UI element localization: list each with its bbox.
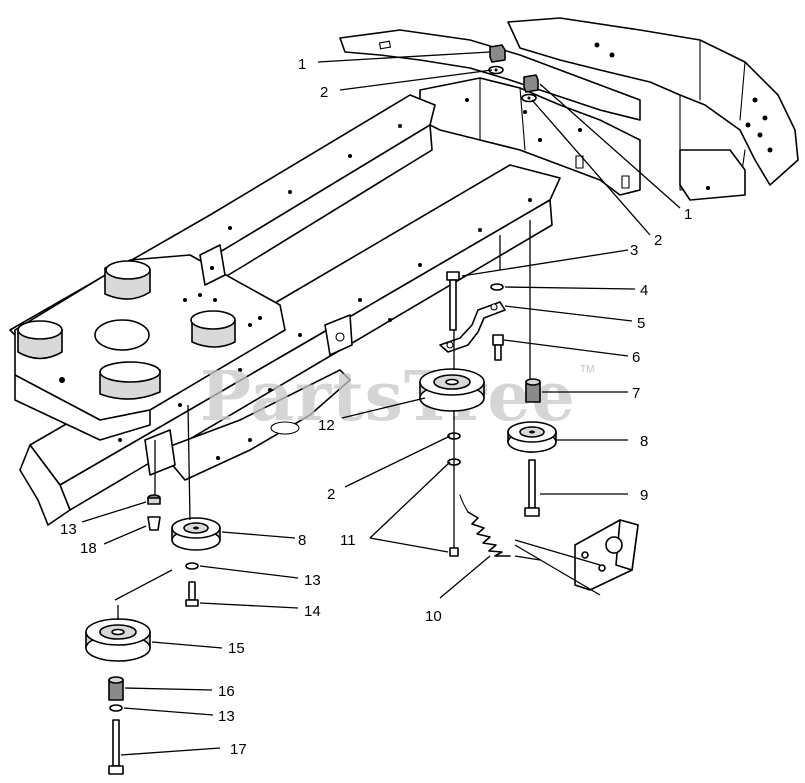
nut-13-upper [147, 494, 161, 505]
callout-2-right: 2 [654, 232, 662, 249]
callout-16: 16 [218, 683, 235, 700]
callout-17: 17 [230, 741, 247, 758]
pulley-8-left [171, 517, 221, 551]
rear-fender-frame [507, 17, 799, 201]
callout-15: 15 [228, 640, 245, 657]
watermark-trademark: TM [580, 364, 594, 375]
callout-13-upper: 13 [60, 521, 77, 538]
callout-8-left: 8 [298, 532, 306, 549]
lower-bracket [144, 244, 353, 481]
washer-13-lower [109, 704, 123, 712]
spacer-7 [525, 378, 541, 403]
washer-13-mid [185, 562, 199, 570]
spacer-16 [108, 676, 124, 701]
callout-13-lower: 13 [218, 708, 235, 725]
bushing-18 [147, 516, 161, 531]
frame-rail-right [19, 164, 561, 526]
callout-2-mid: 2 [327, 486, 335, 503]
callout-leaders [81, 51, 681, 756]
callout-9: 9 [640, 487, 648, 504]
watermark-text: PartsTree [200, 357, 576, 437]
callout-18: 18 [80, 540, 97, 557]
spring-bracket [574, 519, 639, 591]
pulley-15 [85, 618, 151, 662]
pulley-8-right [507, 421, 557, 453]
idler-arm [439, 301, 506, 353]
callout-labels: 1 2 1 2 3 4 5 6 7 8 9 12 2 11 10 13 18 8… [60, 56, 692, 758]
callout-14: 14 [304, 603, 321, 620]
bolt-6 [492, 334, 504, 361]
watermark: PartsTree TM [200, 357, 594, 437]
callout-6: 6 [632, 349, 640, 366]
callout-11: 11 [340, 532, 356, 549]
spring-10 [459, 494, 511, 557]
callout-7: 7 [632, 385, 640, 402]
callout-3: 3 [630, 242, 638, 259]
pulley-12 [419, 368, 485, 412]
callout-12: 12 [318, 417, 335, 434]
top-bolt-assembly [488, 44, 539, 103]
washer-4 [490, 283, 504, 291]
mounting-plate [14, 254, 286, 441]
callout-5: 5 [637, 315, 645, 332]
bolt-9 [524, 459, 540, 517]
bolt-14 [185, 581, 199, 607]
assembly-axis-lines [114, 220, 601, 620]
callout-4: 4 [640, 282, 648, 299]
callout-13-mid: 13 [304, 572, 321, 589]
bolt-3 [446, 271, 460, 331]
callout-1-top: 1 [298, 56, 306, 73]
callout-1-right: 1 [684, 206, 692, 223]
callout-8-right: 8 [640, 433, 648, 450]
callout-2-top: 2 [320, 84, 328, 101]
bolt-17 [108, 719, 124, 775]
callout-10: 10 [425, 608, 442, 625]
